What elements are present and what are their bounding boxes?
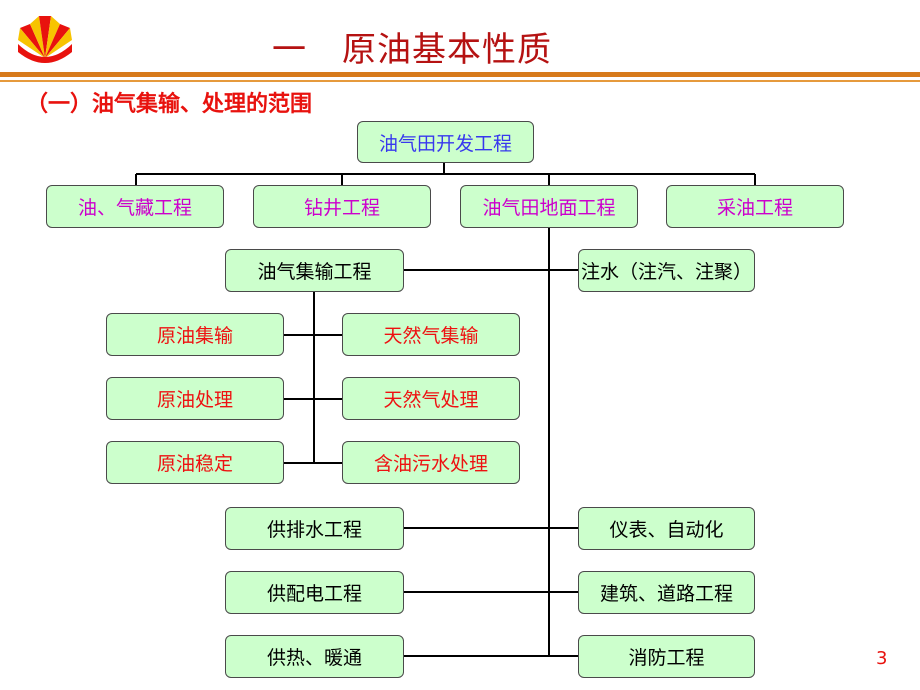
node-crude-stabilization: 原油稳定	[106, 441, 284, 484]
page-title: 一 原油基本性质	[272, 30, 552, 70]
node-heating-hvac: 供热、暖通	[225, 635, 404, 678]
node-root: 油气田开发工程	[357, 121, 534, 163]
node-production-engineering: 采油工程	[666, 185, 844, 228]
node-surface-engineering: 油气田地面工程	[460, 185, 638, 228]
sunburst-logo-icon	[18, 16, 72, 63]
node-reservoir-engineering: 油、气藏工程	[46, 185, 224, 228]
node-fire-protection: 消防工程	[578, 635, 755, 678]
logo-rays	[18, 16, 72, 58]
node-oily-wastewater: 含油污水处理	[342, 441, 520, 484]
node-gas-gathering: 天然气集输	[342, 313, 520, 356]
section-heading: （一）油气集输、处理的范围	[26, 92, 313, 117]
node-power-supply: 供配电工程	[225, 571, 404, 614]
node-drilling-engineering: 钻井工程	[253, 185, 431, 228]
node-gathering-engineering: 油气集输工程	[225, 249, 404, 292]
node-water-injection: 注水（注汽、注聚）	[578, 249, 755, 292]
logo-base	[18, 44, 72, 63]
node-crude-processing: 原油处理	[106, 377, 284, 420]
node-building-roads: 建筑、道路工程	[578, 571, 755, 614]
node-crude-gathering: 原油集输	[106, 313, 284, 356]
header-rule-thin	[0, 80, 920, 82]
node-instrumentation: 仪表、自动化	[578, 507, 755, 550]
node-water-supply-drainage: 供排水工程	[225, 507, 404, 550]
header-rule	[0, 72, 920, 77]
node-gas-processing: 天然气处理	[342, 377, 520, 420]
page-number: 3	[876, 648, 888, 669]
